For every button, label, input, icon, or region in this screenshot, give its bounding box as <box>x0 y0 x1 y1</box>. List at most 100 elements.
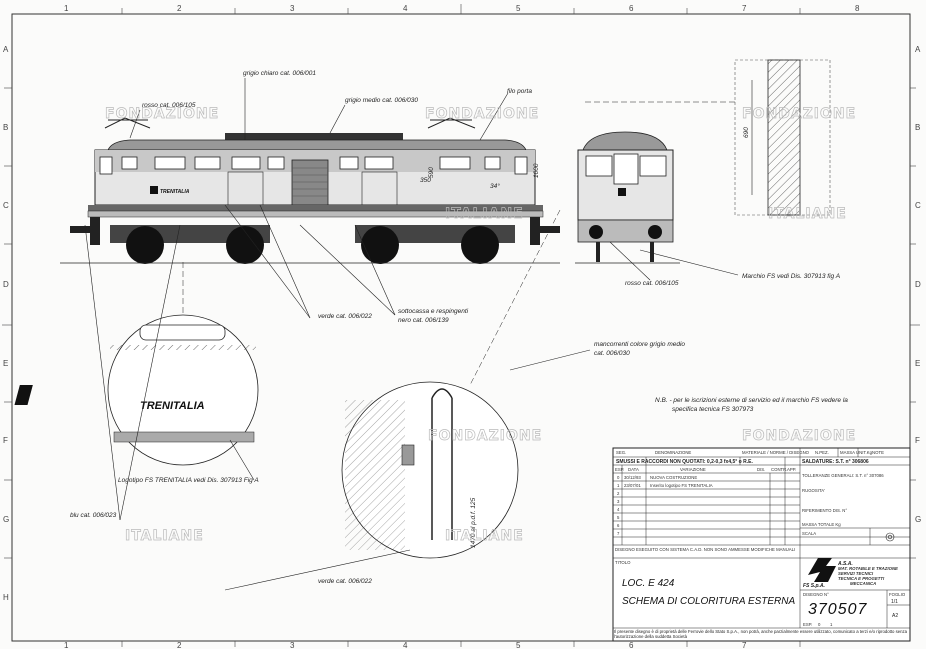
title-block-lines <box>613 448 910 629</box>
dimension-350: 350 <box>420 177 431 184</box>
tb-org-5: MECCANICA <box>850 581 876 586</box>
tb-esp-label: ESP. <box>803 622 812 627</box>
roof-equipment <box>225 133 403 142</box>
detail-logo-text: TRENITALIA <box>140 400 205 412</box>
tb-rev-header-contr: CONTR. <box>771 467 787 472</box>
watermarks: FONDAZIONE FONDAZIONE FONDAZIONE FONDAZI… <box>105 106 856 545</box>
front-door <box>613 153 639 185</box>
tb-scala: SCALA <box>802 531 816 536</box>
grid-col-3-bottom: 3 <box>290 641 295 649</box>
label-grigio-chiaro: grigio chiaro cat. 006/001 <box>243 70 316 77</box>
grid-row-f: F <box>3 436 8 445</box>
handrail-bracket <box>401 444 415 466</box>
tb-rev0-data: 30/12/93 <box>624 475 641 480</box>
front-leg-right <box>650 242 654 262</box>
dimension-590: 590 <box>428 167 435 178</box>
grid-row-a-right: A <box>915 45 921 54</box>
grid-row-d-right: D <box>915 280 921 289</box>
body-fs-logo-icon <box>150 186 158 194</box>
front-window-right <box>639 155 667 177</box>
tb-disegno-label: DISEGNO N° <box>803 592 829 597</box>
grid-col-5-bottom: 5 <box>516 641 521 649</box>
tb-rev0-var: NUOVA COSTRUZIONE <box>650 475 697 480</box>
tb-rev-row-7: 7 <box>617 531 620 536</box>
grid-col-6: 6 <box>629 4 634 13</box>
grid-col-7: 7 <box>742 4 747 13</box>
dimension-handrail: 1470 al p.d.f. 125 <box>470 497 477 548</box>
end-beam-left <box>90 217 100 245</box>
tb-rev0-esp: 0 <box>617 475 620 480</box>
tb-rev-row-6: 6 <box>617 523 620 528</box>
grid-col-8: 8 <box>855 4 860 13</box>
front-buffer-right <box>648 225 662 239</box>
locomotive-side-view: TRENITALIA <box>60 117 560 264</box>
detail-hatch-top <box>110 345 256 350</box>
label-marchio: Marchio FS vedi Dis. 307913 fig A <box>742 273 840 280</box>
tb-rev-header-dis: DIS. <box>757 467 765 472</box>
tb-esp-0: 0 <box>818 622 821 627</box>
tb-sistema: DISEGNO ESEGUITO CON SISTEMA C.A.D. NON … <box>615 547 795 552</box>
tb-rev1-data: 23/07/01 <box>624 483 641 488</box>
grid-row-g-right: G <box>915 515 921 524</box>
tb-saldature: SALDATURE: S.T. n° 306806 <box>802 459 869 465</box>
tb-org-2: MAT. ROTABILE E TRAZIONE <box>838 566 898 571</box>
tb-drawing-number: 370507 <box>808 601 867 618</box>
grid-col-7-bottom: 7 <box>742 641 747 649</box>
body-logo-text: TRENITALIA <box>160 189 190 195</box>
tb-header-note: NOTE <box>872 450 884 455</box>
ventilation-grill <box>291 159 329 206</box>
detail-callout-lines <box>182 101 735 386</box>
label-rosso-front: rosso cat. 006/105 <box>625 280 679 287</box>
tb-header-materiale: MATERIALE / NORME / DISEGNO <box>742 450 810 455</box>
tb-rugosita: RUGOSITA' <box>802 488 825 493</box>
tb-header-denominazione: DENOMINAZIONE <box>655 450 691 455</box>
watermark-fondazione-4: FONDAZIONE <box>428 428 542 444</box>
tb-footer: Il presente disegno è di proprietà delle… <box>614 629 908 639</box>
tb-footer-wrapper: Il presente disegno è di proprietà delle… <box>614 629 908 639</box>
grid-row-f-right: F <box>915 436 920 445</box>
tb-rev-header-esp: ESP. <box>615 467 624 472</box>
underframe-stripe <box>88 205 543 211</box>
watermark-italiane-3: ITALIANE <box>445 528 524 544</box>
tb-rev-header-data: DATA <box>628 467 639 472</box>
underframe-band <box>87 210 544 218</box>
tb-org-3: SERVIZI TECNICI <box>838 571 874 576</box>
projection-symbol-inner-icon <box>887 534 893 540</box>
label-grigio-medio: grigio medio cat. 006/030 <box>345 97 418 104</box>
grid-col-3: 3 <box>290 4 295 13</box>
front-red-area <box>577 219 674 243</box>
tb-title-line-1: LOC. E 424 <box>622 578 675 589</box>
label-blu: blu cat. 006/023 <box>70 512 117 519</box>
watermark-fondazione-2: FONDAZIONE <box>425 106 539 122</box>
grid-row-h: H <box>3 593 9 602</box>
roof <box>107 139 527 151</box>
detail-blue-stripe <box>113 431 255 443</box>
label-filo-porta: filo porta <box>507 88 532 95</box>
label-mancorrenti-1: mancorrenti colore grigio medio <box>594 341 685 348</box>
grid-row-labels-left: A B C D E F G H <box>3 45 9 602</box>
label-verde: verde cat. 006/022 <box>318 313 372 320</box>
dimension-angle: 34° <box>490 182 500 190</box>
pantograph-left <box>104 117 151 129</box>
grid-col-4: 4 <box>403 4 408 13</box>
side-windows <box>99 156 528 175</box>
locomotive-front-view <box>575 131 680 264</box>
tb-org-4: TECNICA E PROGETTI <box>838 576 885 581</box>
tb-header-seg: SEG. <box>616 450 626 455</box>
detail-circle-logo <box>107 314 259 466</box>
tb-rev1-var: Inserito logotipo FS TRENITALIA <box>650 483 713 488</box>
grid-row-d: D <box>3 280 9 289</box>
wheels <box>126 226 499 264</box>
grid-col-1-bottom: 1 <box>64 641 69 649</box>
watermark-italiane-4: ITALIANE <box>445 206 524 222</box>
watermark-italiane-1: ITALIANE <box>768 206 847 222</box>
grid-column-labels-bottom: 1 2 3 4 5 6 7 <box>64 641 747 649</box>
tb-massa: MASSA TOTALE Kg <box>802 522 841 527</box>
front-buffer-left <box>589 225 603 239</box>
leader-lines <box>84 78 739 591</box>
end-beam-right <box>530 217 540 245</box>
tb-header-npez: N.PEZ. <box>815 450 829 455</box>
grid-column-labels-top: 1 2 3 4 5 6 7 8 <box>64 4 860 13</box>
label-rosso-top: rosso cat. 006/105 <box>142 102 196 109</box>
